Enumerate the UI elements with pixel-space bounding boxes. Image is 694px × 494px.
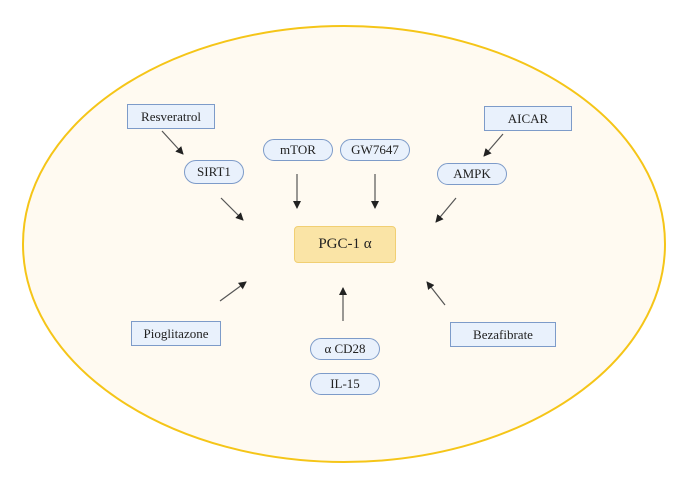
node-sirt1: SIRT1 bbox=[184, 160, 244, 184]
node-acd28: α CD28 bbox=[310, 338, 380, 360]
arrow-ampk-pgc1a bbox=[435, 197, 457, 223]
node-il15: IL-15 bbox=[310, 373, 380, 395]
node-resveratrol: Resveratrol bbox=[127, 104, 215, 129]
node-ampk: AMPK bbox=[437, 163, 507, 185]
node-pgc1a: PGC-1 α bbox=[294, 226, 396, 263]
arrow-resveratrol-sirt1 bbox=[161, 130, 184, 155]
node-bezafibrate: Bezafibrate bbox=[450, 322, 556, 347]
node-pioglitazone: Pioglitazone bbox=[131, 321, 221, 346]
node-aicar: AICAR bbox=[484, 106, 572, 131]
arrow-sirt1-pgc1a bbox=[220, 197, 244, 221]
node-gw7647: GW7647 bbox=[340, 139, 410, 161]
arrow-aicar-ampk bbox=[483, 133, 504, 157]
node-mtor: mTOR bbox=[263, 139, 333, 161]
arrow-pioglitazone-pgc1a bbox=[219, 281, 247, 302]
arrow-bezafibrate-pgc1a bbox=[426, 281, 446, 306]
